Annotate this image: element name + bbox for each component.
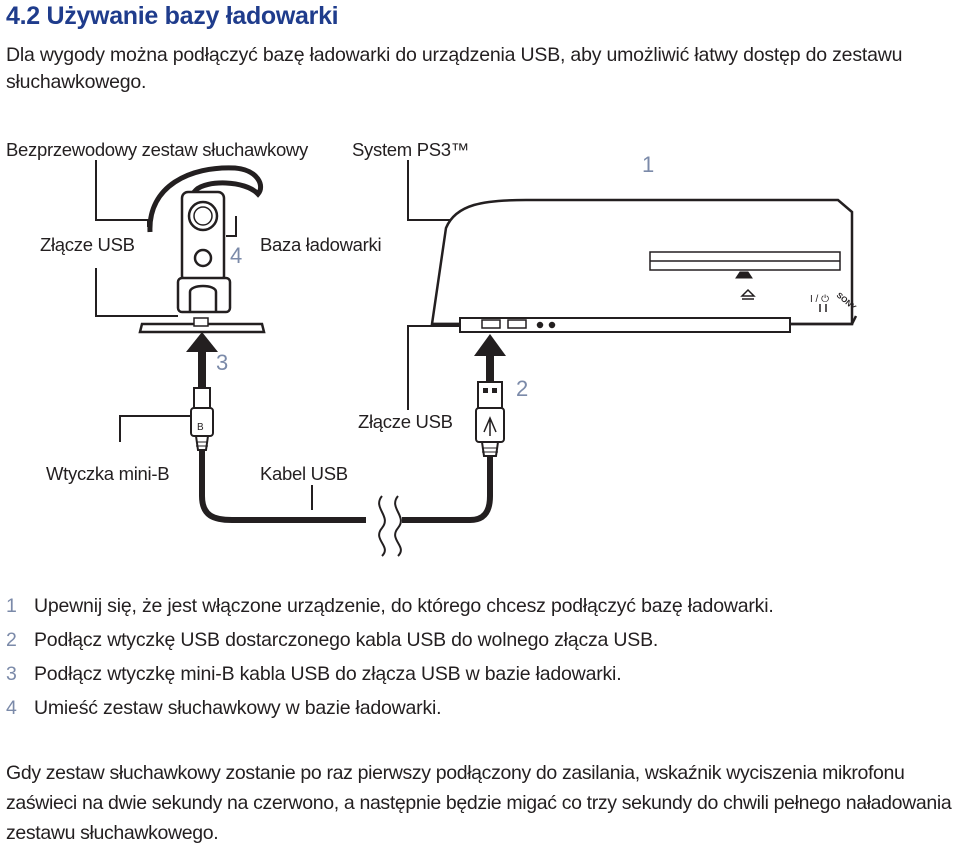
callout-2: 2 xyxy=(516,376,528,401)
diagram-callouts: 1 4 3 2 xyxy=(216,152,654,401)
step-number: 2 xyxy=(6,629,17,651)
cable-break xyxy=(378,495,402,557)
list-item: 1 Upewnij się, że jest włączone urządzeni… xyxy=(6,593,956,627)
label-charging-base: Baza ładowarki xyxy=(260,234,381,255)
step-number: 1 xyxy=(6,595,17,617)
callout-4: 4 xyxy=(230,243,242,268)
leader-charging-base xyxy=(226,216,237,237)
arrow-mini-b xyxy=(186,332,218,388)
step-text: Podłącz wtyczkę USB dostarczonego kabla … xyxy=(34,629,659,651)
list-item: 4 Umieść zestaw słuchawkowy w bazie ładow… xyxy=(6,695,956,729)
leader-usb-left xyxy=(95,268,178,317)
usb-cable xyxy=(199,450,493,523)
label-headset: Bezprzewodowy zestaw słuchawkowy xyxy=(6,139,309,160)
usb-a-plug xyxy=(475,381,505,457)
headset-illustration xyxy=(138,165,266,334)
step-number: 4 xyxy=(6,697,17,719)
leader-mini-b xyxy=(119,415,196,442)
label-usb-cable: Kabel USB xyxy=(260,463,348,484)
list-item: 2 Podłącz wtyczkę USB dostarczonego kabla… xyxy=(6,627,956,661)
leader-usb-right xyxy=(407,325,462,410)
outro-paragraph: Gdy zestaw słuchawkowy zostanie po raz p… xyxy=(6,762,952,844)
intro-paragraph: Dla wygody można podłączyć bazę ładowark… xyxy=(6,44,903,93)
step-text: Upewnij się, że jest włączone urządzenie… xyxy=(34,595,774,617)
diagram-labels: Bezprzewodowy zestaw słuchawkowy System … xyxy=(6,139,469,484)
svg-text:B: B xyxy=(197,422,204,433)
ps3-console-illustration: I / ⏻ SONY xyxy=(430,198,858,333)
list-item: 3 Podłącz wtyczkę mini-B kabla USB do złą… xyxy=(6,661,956,695)
label-usb-port-right: Złącze USB xyxy=(358,411,453,432)
mini-b-plug: B xyxy=(190,387,214,451)
console-power-label: I / ⏻ xyxy=(810,294,829,305)
leader-headset xyxy=(95,160,149,227)
section-heading: 4.2 Używanie bazy ładowarki xyxy=(6,2,339,30)
connection-diagram: I / ⏻ SONY B xyxy=(0,120,960,560)
step-text: Podłącz wtyczkę mini-B kabla USB do złąc… xyxy=(34,663,622,685)
callout-1: 1 xyxy=(642,152,654,177)
arrow-usb xyxy=(474,334,506,382)
label-system: System PS3™ xyxy=(352,139,469,160)
callout-3: 3 xyxy=(216,350,228,375)
step-text: Umieść zestaw słuchawkowy w bazie ładowa… xyxy=(34,697,442,719)
step-list: 1 Upewnij się, że jest włączone urządzeni… xyxy=(6,593,956,729)
label-usb-port-left: Złącze USB xyxy=(40,234,135,255)
step-number: 3 xyxy=(6,663,17,685)
label-mini-b-plug: Wtyczka mini-B xyxy=(46,463,169,484)
